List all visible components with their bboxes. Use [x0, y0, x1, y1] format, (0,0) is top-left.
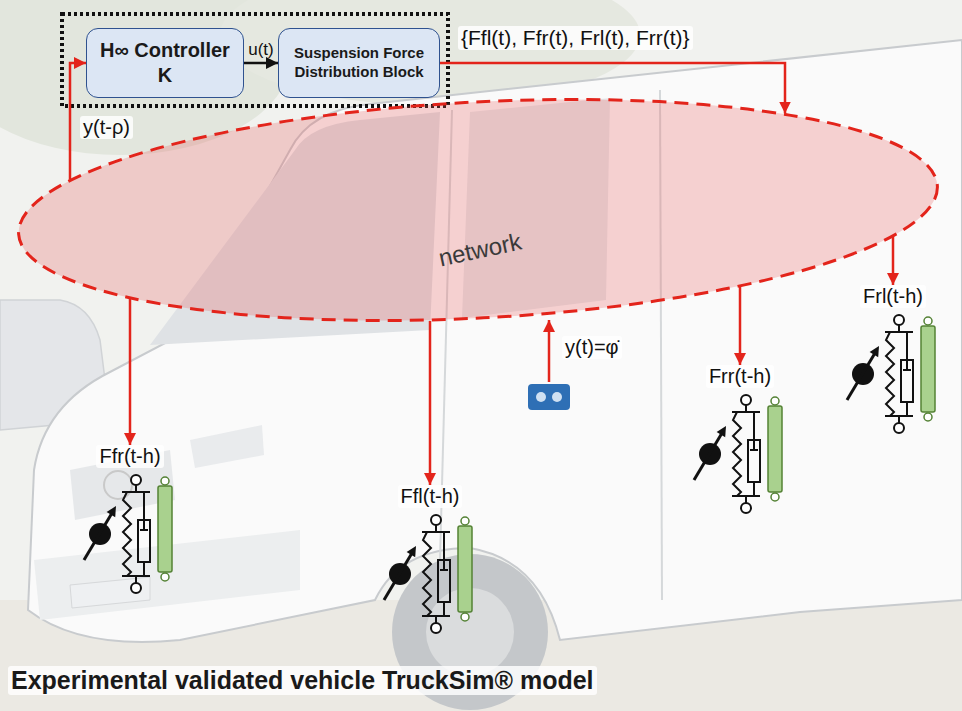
signal-arrow	[892, 237, 895, 285]
sensor-port	[552, 392, 562, 402]
suspension-actuator: Frl(t-h)	[839, 285, 947, 436]
suspension-actuator: Ffl(t-h)	[376, 485, 484, 636]
network-ellipse: network	[11, 76, 945, 344]
measurement-arrow	[548, 320, 551, 382]
node-text: Suspension Force Distribution Block	[291, 44, 427, 82]
signal-arrow	[244, 62, 278, 65]
sensor-port	[536, 392, 546, 402]
signal-label: {Ffl(t), Ffr(t), Frl(t), Frr(t)}	[458, 26, 693, 50]
imu-sensor	[528, 384, 570, 410]
suspension-symbol	[843, 312, 943, 436]
suspension-symbol	[80, 472, 180, 596]
network-outline	[11, 76, 945, 344]
signal-label: y(t-ρ)	[80, 116, 133, 139]
sensor-box	[528, 384, 570, 410]
node-text: H∞ Controller	[100, 38, 230, 63]
node-text: Ffr(t-h)	[96, 445, 163, 468]
suspension-symbol	[690, 392, 790, 516]
signal-label: u(t)	[247, 40, 275, 60]
node-text: Ffl(t-h)	[398, 485, 463, 508]
node-text: Frr(t-h)	[706, 365, 774, 388]
distribution-box: Suspension Force Distribution Block	[278, 28, 440, 98]
signal-arrow	[129, 299, 132, 445]
license-plate	[70, 577, 150, 608]
network-ellipse-shape	[13, 78, 943, 342]
logo	[104, 471, 132, 499]
suspension-symbol	[380, 512, 480, 636]
caption: Experimental validated vehicle TruckSim®…	[8, 666, 597, 695]
signal-arrow	[429, 321, 432, 485]
controller-frame	[62, 14, 448, 106]
node-text: K	[158, 63, 172, 88]
suspension-actuator: Frr(t-h)	[686, 365, 794, 516]
signal-arrow	[739, 287, 742, 365]
node-text: Frl(t-h)	[860, 285, 926, 308]
headlight	[190, 425, 264, 468]
suspension-actuator: Ffr(t-h)	[76, 445, 184, 596]
controller-box: H∞ ControllerK	[86, 28, 244, 98]
signal-label: y(t)=φ̇	[562, 336, 622, 359]
